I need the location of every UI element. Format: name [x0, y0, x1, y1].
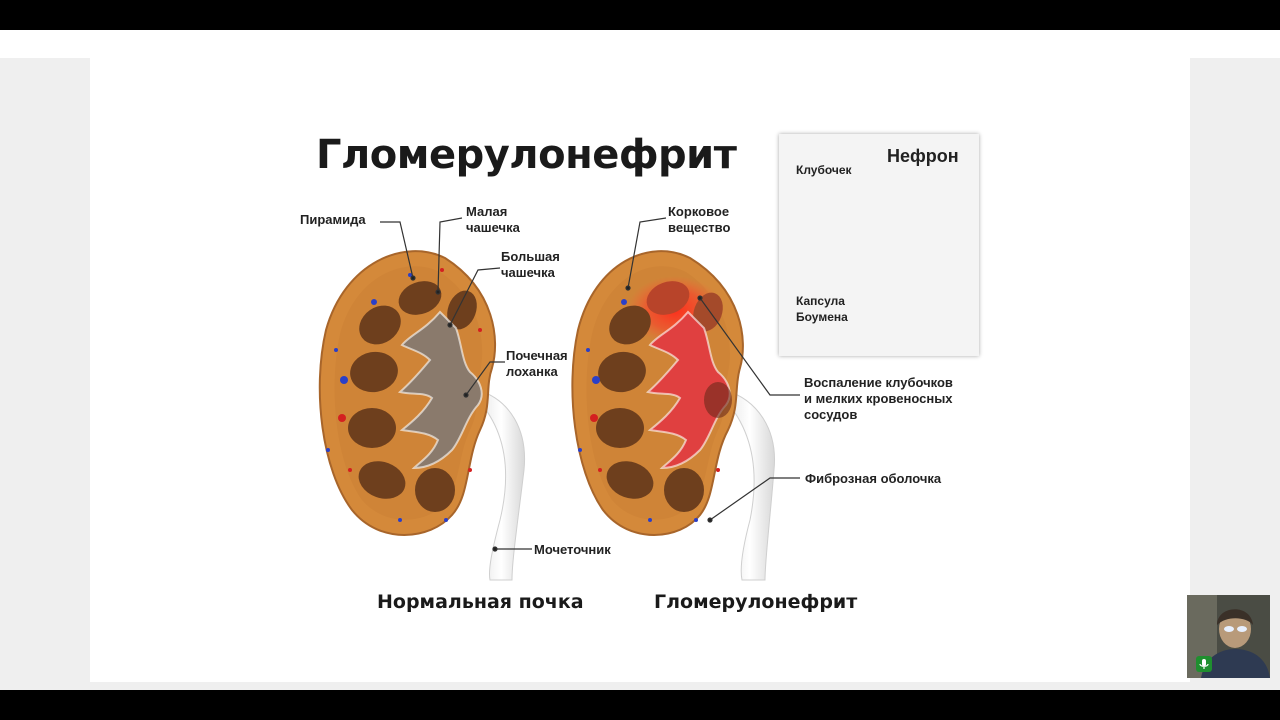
inflamed-vessel-dots [578, 299, 720, 522]
label-inflammation: Воспаление клубочков и мелких кровеносны… [804, 375, 953, 422]
microphone-icon[interactable] [1196, 656, 1212, 672]
label-bowman-capsule: Капсула Боумена [796, 294, 848, 324]
webcam-thumbnail[interactable] [1187, 595, 1270, 678]
label-ureter: Мочеточник [534, 542, 611, 557]
normal-renal-pelvis [397, 310, 483, 470]
label-pyramid: Пирамида [300, 212, 366, 227]
normal-ureter [477, 389, 526, 581]
label-minor-calyx: Малая чашечка [466, 204, 520, 235]
bottom-black-bar [0, 690, 1280, 720]
inflamed-ureter [724, 389, 776, 581]
inflamed-pyramids [596, 281, 723, 512]
microphone-glyph [1199, 659, 1209, 669]
caption-normal-kidney: Нормальная почка [377, 591, 584, 613]
inflamed-kidney [571, 250, 776, 581]
top-black-bar [0, 0, 1280, 30]
label-renal-pelvis: Почечная лоханка [506, 348, 568, 379]
inset-title: Нефрон [887, 146, 959, 166]
label-major-calyx: Большая чашечка [501, 249, 560, 280]
normal-pyramids [348, 281, 477, 512]
nephron-inset: Нефрон [779, 134, 979, 356]
normal-vessel-dots [326, 268, 482, 522]
slide-title: Гломерулонефрит [316, 132, 737, 178]
leader-lines [380, 217, 800, 552]
normal-kidney [318, 250, 526, 581]
label-cortex: Корковое вещество [668, 204, 731, 235]
label-fibrous-capsule: Фиброзная оболочка [805, 471, 942, 486]
caption-glomerulonephritis: Гломерулонефрит [654, 591, 858, 613]
label-glomerulus: Клубочек [796, 163, 852, 177]
